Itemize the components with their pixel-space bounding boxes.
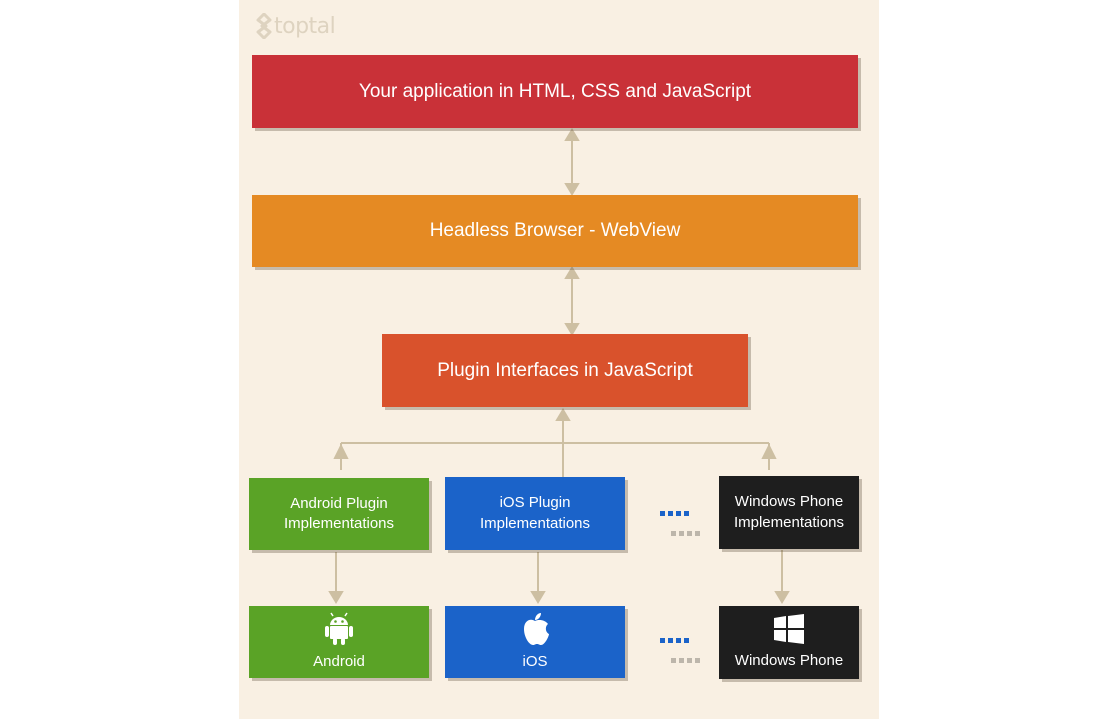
plugin-interfaces-label: Plugin Interfaces in JavaScript <box>437 359 693 381</box>
windows-platform-box: Windows Phone <box>719 606 859 679</box>
android-platform-box: Android <box>249 606 429 678</box>
ios-implementation-box: iOS Plugin Implementations <box>445 477 625 550</box>
ios-implementation-label: iOS Plugin Implementations <box>479 494 591 532</box>
windows-implementation-box: Windows Phone Implementations <box>719 476 859 549</box>
more-platforms-ellipsis <box>660 638 689 643</box>
toptal-logo-icon <box>256 13 272 39</box>
more-platforms-ellipsis-shadow <box>671 658 700 663</box>
toptal-logo: toptal <box>256 12 336 40</box>
plugin-interfaces-box: Plugin Interfaces in JavaScript <box>382 334 748 407</box>
app-layer-box: Your application in HTML, CSS and JavaSc… <box>252 55 858 128</box>
more-implementations-ellipsis <box>660 511 689 516</box>
webview-layer-label: Headless Browser - WebView <box>429 220 681 242</box>
ios-platform-box: iOS <box>445 606 625 678</box>
android-icon <box>325 612 353 645</box>
android-platform-label: Android <box>313 652 365 670</box>
more-implementations-ellipsis-shadow <box>671 531 700 536</box>
app-layer-label: Your application in HTML, CSS and JavaSc… <box>358 80 752 102</box>
apple-icon <box>524 612 549 645</box>
windows-implementation-label: Windows Phone Implementations <box>733 493 845 531</box>
android-implementation-label: Android Plugin Implementations <box>283 494 395 532</box>
ios-platform-label: iOS <box>522 652 548 670</box>
windows-platform-label: Windows Phone <box>734 652 844 670</box>
android-implementation-box: Android Plugin Implementations <box>249 478 429 550</box>
logo-text: toptal <box>274 13 336 39</box>
windows-icon <box>774 614 804 645</box>
webview-layer-box: Headless Browser - WebView <box>252 195 858 267</box>
